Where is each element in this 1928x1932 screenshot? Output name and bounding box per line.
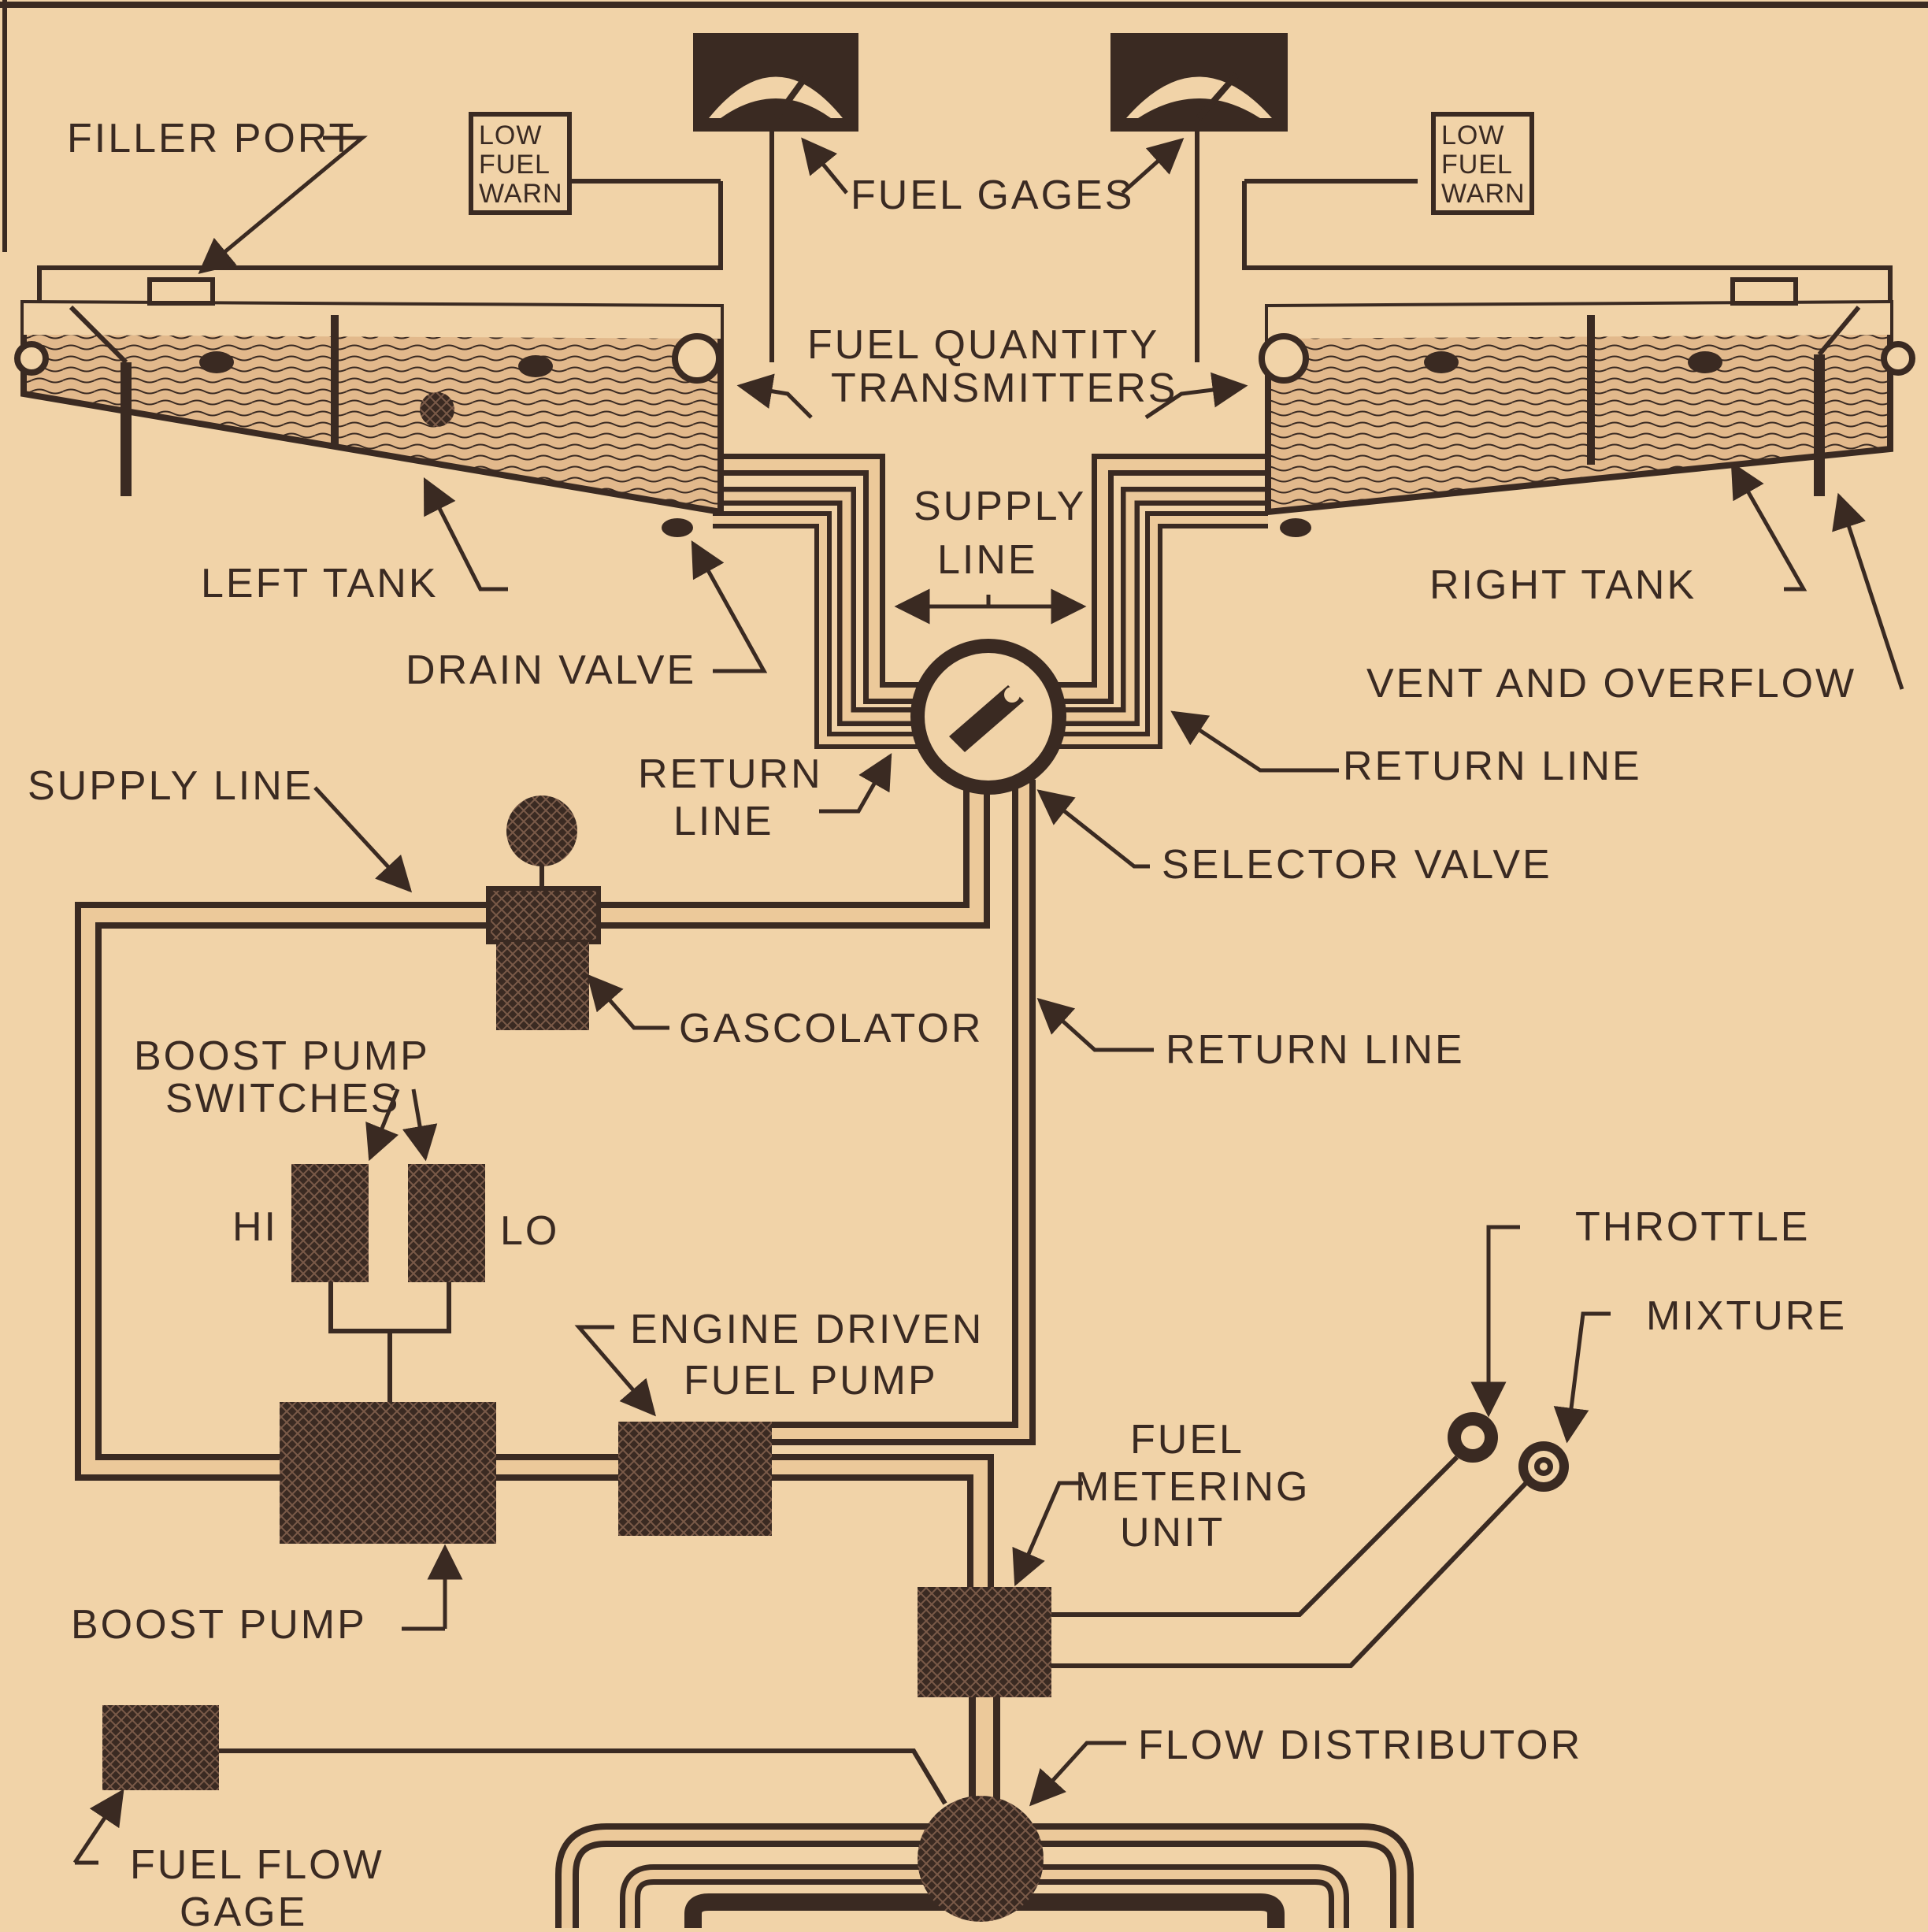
right-tank-label: RIGHT TANK (1429, 562, 1696, 608)
throttle-knob-icon (1448, 1412, 1498, 1463)
return-line-left-label-1: RETURN (638, 751, 823, 797)
return-line-mid (768, 780, 1036, 1445)
fuel-flow-gage-wire (217, 1748, 947, 1805)
filler-port-label: FILLER PORT (67, 116, 356, 161)
left-drain-valve (662, 518, 693, 537)
fuel-metering-unit-label-2: METERING (1075, 1464, 1310, 1510)
return-line-mid-label: RETURN LINE (1166, 1027, 1465, 1073)
right-tank (1259, 277, 1915, 537)
labels: FILLER PORT FUEL GAGES FUEL QUANTITY TRA… (28, 116, 1856, 1932)
left-warn-line-1: LOW (479, 121, 542, 150)
right-tank-lines (1044, 454, 1268, 749)
fuel-flow-gage-icon (102, 1705, 219, 1790)
left-filler-cap (147, 277, 215, 306)
right-transmitter (1259, 333, 1309, 384)
engine-driven-fuel-pump-label-2: FUEL PUMP (684, 1358, 938, 1404)
pump-to-metering-line (495, 1454, 994, 1591)
supply-line-top-label-2: LINE (937, 537, 1038, 583)
boost-pump-icon (280, 1402, 496, 1544)
fuel-metering-unit-icon (918, 1587, 1051, 1697)
flow-distributor-icon (918, 1796, 1044, 1922)
left-tank-lines (713, 454, 933, 749)
engine-driven-fuel-pump-icon (618, 1422, 772, 1536)
boost-pump-switches-label-1: BOOST PUMP (134, 1033, 430, 1079)
left-warn-line-3: WARN (479, 179, 563, 209)
right-filler-cap (1730, 277, 1798, 306)
leader-lines (72, 135, 1904, 1865)
fuel-flow-gage-label-2: GAGE (180, 1889, 307, 1928)
selector-valve-icon (910, 639, 1066, 795)
throttle-label: THROTTLE (1575, 1204, 1810, 1250)
supply-line-loop (75, 780, 990, 1481)
mixture-label: MIXTURE (1646, 1293, 1847, 1339)
return-line-right-label: RETURN LINE (1343, 744, 1642, 789)
hi-label: HI (232, 1204, 278, 1250)
mixture-linkage (1051, 1470, 1538, 1668)
boost-pump-switches-label-2: SWITCHES (165, 1076, 400, 1122)
fuel-flow-gage-label-1: FUEL FLOW (130, 1842, 384, 1888)
left-tank-label: LEFT TANK (201, 561, 439, 606)
left-warn-line-2: FUEL (479, 150, 551, 180)
left-fuel-gage-icon (693, 33, 858, 132)
fuel-metering-unit-label-1: FUEL (1130, 1417, 1244, 1463)
fuel-quantity-transmitters-label-2: TRANSMITTERS (831, 365, 1177, 411)
gascolator-icon (486, 795, 601, 1030)
right-drain-valve (1280, 518, 1311, 537)
return-line-left-label-2: LINE (673, 799, 774, 844)
fuel-metering-unit-label-3: UNIT (1120, 1510, 1225, 1556)
left-tank (14, 277, 724, 537)
fuel-gages-label: FUEL GAGES (851, 172, 1134, 218)
gascolator-label: GASCOLATOR (679, 1006, 983, 1051)
fuel-quantity-transmitters-label-1: FUEL QUANTITY (807, 322, 1159, 368)
right-warn-line-3: WARN (1441, 179, 1526, 209)
right-warn-line-2: FUEL (1441, 150, 1513, 180)
fuel-lines (75, 454, 1414, 1928)
right-low-fuel-warn: LOW FUEL WARN (1431, 112, 1534, 215)
lo-label: LO (500, 1208, 559, 1254)
supply-line-top-label-1: SUPPLY (914, 484, 1086, 529)
flow-distributor-label: FLOW DISTRIBUTOR (1138, 1722, 1582, 1768)
engine-driven-fuel-pump-label-1: ENGINE DRIVEN (630, 1307, 984, 1352)
boost-pump-switches (291, 1164, 485, 1282)
vent-and-overflow-label: VENT AND OVERFLOW (1366, 661, 1856, 706)
left-low-fuel-warn: LOW FUEL WARN (469, 112, 572, 215)
throttle-linkage (1051, 1455, 1459, 1617)
drain-valve-label: DRAIN VALVE (406, 647, 696, 693)
right-fuel-gage-icon (1110, 33, 1288, 132)
left-transmitter (672, 333, 722, 384)
boost-pump-label: BOOST PUMP (71, 1602, 367, 1648)
selector-valve-label: SELECTOR VALVE (1162, 842, 1552, 888)
mixture-knob-icon (1518, 1441, 1569, 1492)
supply-line-left-label: SUPPLY LINE (28, 763, 313, 809)
right-warn-line-1: LOW (1441, 121, 1504, 150)
